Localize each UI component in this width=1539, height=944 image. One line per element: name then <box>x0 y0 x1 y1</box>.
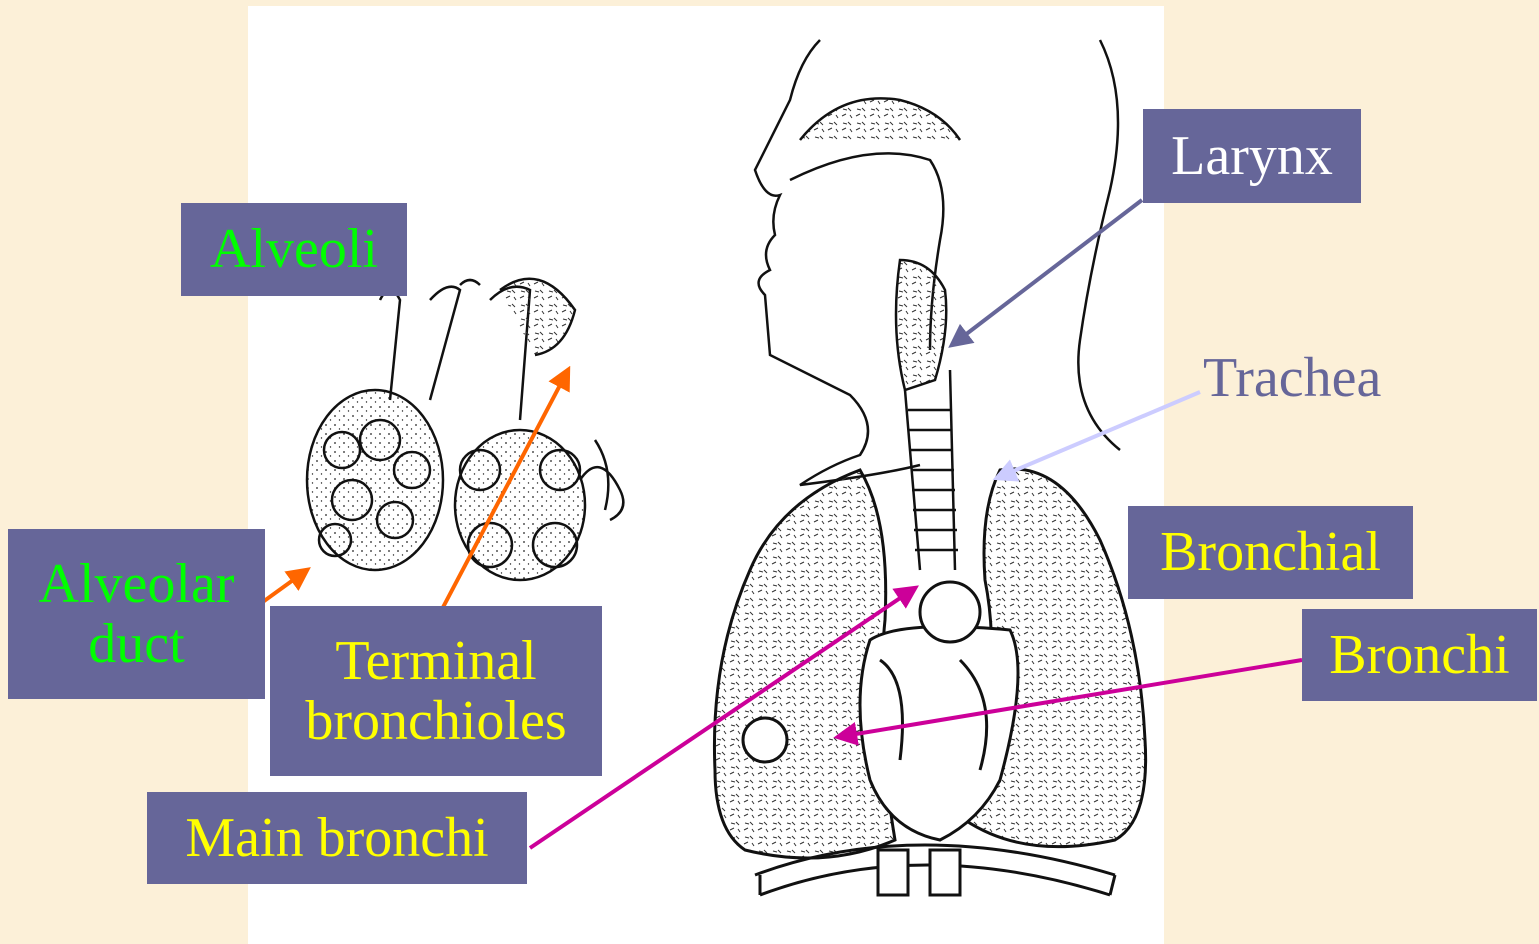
label-terminal-line2: bronchioles <box>305 691 566 751</box>
label-main-bronchi-text: Main bronchi <box>185 808 488 868</box>
alveoli-cluster-drawing <box>307 279 623 580</box>
label-bronchi: Bronchi <box>1302 609 1537 701</box>
label-alveoli-text: Alveoli <box>210 219 378 279</box>
label-terminal-line1: Terminal <box>335 631 536 691</box>
label-larynx: Larynx <box>1143 109 1361 203</box>
trachea-drawing <box>905 370 958 570</box>
label-larynx-text: Larynx <box>1171 126 1333 186</box>
label-alveolar-duct: Alveolar duct <box>8 529 265 699</box>
head-profile-drawing <box>755 40 1120 485</box>
trachea-arrow <box>997 392 1200 478</box>
label-main-bronchi: Main bronchi <box>147 792 527 884</box>
label-alveolar-duct-line2: duct <box>88 614 184 674</box>
label-trachea: Trachea <box>1203 350 1381 406</box>
label-terminal-bronchioles: Terminal bronchioles <box>270 606 602 776</box>
label-bronchi-text: Bronchi <box>1329 625 1509 685</box>
label-alveoli: Alveoli <box>181 203 407 296</box>
label-alveolar-duct-line1: Alveolar <box>39 554 235 614</box>
label-bronchial: Bronchial <box>1128 506 1413 599</box>
label-bronchial-text: Bronchial <box>1160 522 1381 582</box>
larynx-arrow <box>952 200 1142 345</box>
label-trachea-text: Trachea <box>1203 347 1381 409</box>
